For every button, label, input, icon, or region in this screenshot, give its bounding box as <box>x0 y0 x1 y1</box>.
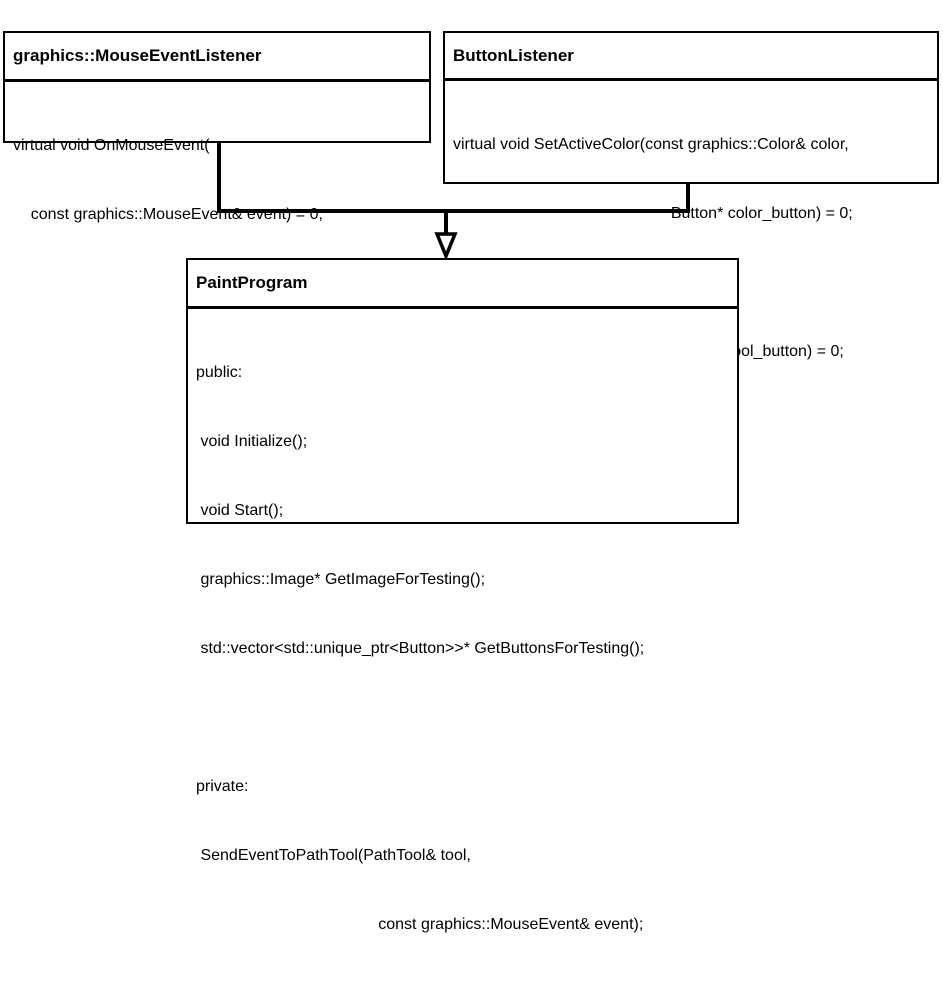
paint-program-members: public: void Initialize(); void Start();… <box>188 309 737 982</box>
method-line: virtual void OnMouseEvent( <box>13 137 210 154</box>
member-line: const graphics::MouseEvent& event); <box>196 916 644 933</box>
paint-program-class[interactable]: PaintProgram public: void Initialize(); … <box>186 258 739 933</box>
method-line: const graphics::MouseEvent& event) = 0; <box>13 206 323 223</box>
button-listener-class[interactable]: ButtonListener virtual void SetActiveCol… <box>443 31 939 360</box>
button-listener-title: ButtonListener <box>445 33 937 81</box>
inheritance-connectors <box>217 143 690 261</box>
mouse-event-listener-title: graphics::MouseEventListener <box>5 33 429 82</box>
member-line: private: <box>196 778 249 795</box>
mouse-event-listener-methods: virtual void OnMouseEvent( const graphic… <box>5 82 429 272</box>
member-line: graphics::Image* GetImageForTesting(); <box>196 571 486 588</box>
inheritance-arrowhead <box>434 232 458 261</box>
mouse-event-listener-class[interactable]: graphics::MouseEventListener virtual voi… <box>3 31 431 223</box>
method-line: Button* color_button) = 0; <box>453 205 853 222</box>
member-line: void Start(); <box>196 502 284 519</box>
member-line <box>196 706 737 729</box>
paint-program-title: PaintProgram <box>188 260 737 309</box>
method-line: virtual void SetActiveColor(const graphi… <box>453 136 849 153</box>
member-line: SendEventToPathTool(PathTool& tool, <box>196 847 471 864</box>
member-line: public: <box>196 364 243 381</box>
member-line: void Initialize(); <box>196 433 308 450</box>
member-line: std::vector<std::unique_ptr<Button>>* Ge… <box>196 640 645 657</box>
mouse-listener-connector <box>217 143 690 213</box>
